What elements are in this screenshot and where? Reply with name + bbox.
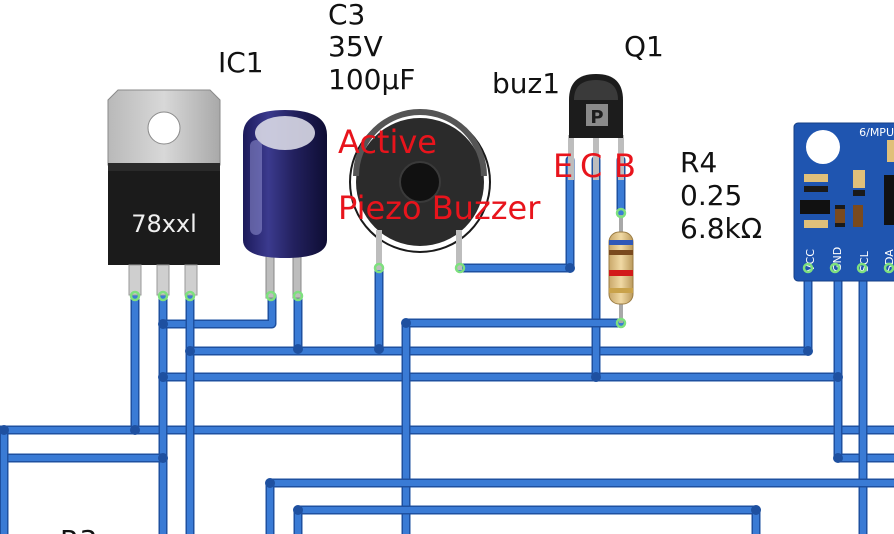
resistor[interactable] <box>608 215 634 323</box>
sensor-board-icon <box>793 122 894 282</box>
wire-joint <box>833 372 843 382</box>
pin-connector[interactable] <box>373 262 385 274</box>
pin-connector[interactable] <box>856 262 868 274</box>
regulator-icon <box>107 89 221 296</box>
pin-connector[interactable] <box>802 262 814 274</box>
npn-transistor[interactable]: P <box>568 74 624 180</box>
resistor-value-label: 6.8kΩ <box>680 212 762 245</box>
wire-trace[interactable] <box>160 293 275 327</box>
resistor-r3-partial-label: R3 <box>60 524 97 534</box>
pin-connector-layer <box>129 207 894 329</box>
sensor-pin-label-vcc: VCC <box>804 249 817 272</box>
pin-connector[interactable] <box>184 290 196 302</box>
wire-joint <box>158 319 168 329</box>
capacitor-icon <box>243 110 327 299</box>
piezo-buzzer[interactable] <box>349 109 491 270</box>
svg-text:P: P <box>590 107 603 128</box>
buzzer-icon <box>349 109 491 270</box>
wire-joint <box>803 346 813 356</box>
buzzer-ref-label: buz1 <box>492 67 560 100</box>
transistor-icon: P <box>568 74 624 180</box>
resistor-icon <box>608 215 634 323</box>
sensor-pin-label-gnd: GND <box>831 247 844 272</box>
buzzer-note-line1: Active <box>338 123 437 161</box>
wire-joint <box>401 318 411 328</box>
wire-joint <box>293 505 303 515</box>
wire-joint <box>833 453 843 463</box>
wire-joint <box>591 372 601 382</box>
transistor-pin-b-label: B <box>614 147 636 185</box>
voltage-regulator[interactable]: 78xxl <box>107 89 221 296</box>
buzzer-note-line2: Piezo Buzzer <box>338 189 541 227</box>
pin-connector[interactable] <box>615 207 627 219</box>
wire-layer <box>0 155 894 534</box>
regulator-marking: 78xxl <box>131 210 197 238</box>
pin-connector[interactable] <box>883 262 894 274</box>
wire-trace-edge <box>293 505 761 534</box>
wire-joint <box>130 425 140 435</box>
wire-joint <box>751 505 761 515</box>
regulator-ref-label: IC1 <box>218 46 264 79</box>
wire-trace[interactable] <box>0 293 138 433</box>
capacitor-capacitance-label: 100µF <box>328 63 415 96</box>
pin-connector[interactable] <box>265 290 277 302</box>
resistor-ref-label: R4 <box>680 146 717 179</box>
pin-connector[interactable] <box>157 290 169 302</box>
wire-trace-edge <box>0 291 140 435</box>
wire-trace-edge <box>185 263 813 356</box>
transistor-pin-e-label: E <box>553 147 573 185</box>
electrolytic-capacitor[interactable] <box>243 110 327 299</box>
transistor-pin-c-label: C <box>580 147 602 185</box>
wire-trace[interactable] <box>187 265 811 354</box>
wire-joint <box>158 453 168 463</box>
pin-connector[interactable] <box>829 262 841 274</box>
wire-joint <box>0 425 9 435</box>
wire-joint <box>185 346 195 356</box>
resistor-power-label: 0.25 <box>680 179 742 212</box>
wire-joint <box>265 478 275 488</box>
pin-connector[interactable] <box>129 290 141 302</box>
pin-connector[interactable] <box>292 290 304 302</box>
wire-joint <box>293 344 303 354</box>
transistor-ref-label: Q1 <box>624 30 664 63</box>
sensor-pin-label-sda: SDA <box>883 249 894 272</box>
pin-connector[interactable] <box>454 262 466 274</box>
sensor-pin-label-scl: SCL <box>858 250 871 272</box>
capacitor-ref-label: C3 <box>328 0 365 31</box>
sensor-board-title: 6/MPU <box>859 126 894 139</box>
pin-connector[interactable] <box>615 317 627 329</box>
wire-joint <box>158 372 168 382</box>
capacitor-voltage-label: 35V <box>328 30 383 63</box>
wire-joint <box>565 263 575 273</box>
wire-joint <box>374 344 384 354</box>
wire-trace-edge <box>158 291 277 329</box>
sensor-board[interactable]: 6/MPU VCC GND SCL SDA <box>793 122 894 282</box>
